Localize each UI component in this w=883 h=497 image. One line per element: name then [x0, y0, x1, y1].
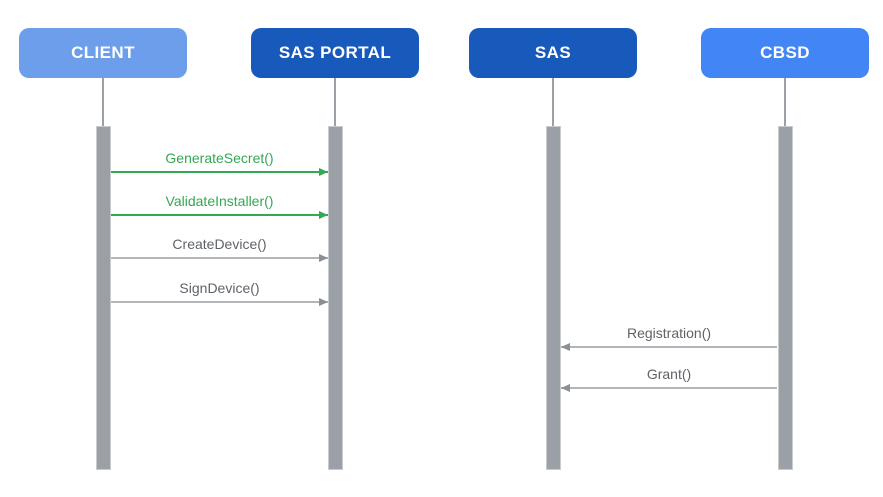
arrow-line	[111, 171, 328, 173]
lifeline-sas-portal	[334, 78, 336, 126]
lifeline-client	[102, 78, 104, 126]
message-label: Registration()	[626, 325, 712, 341]
message-label: ValidateInstaller()	[165, 193, 274, 209]
actor-label-sas-portal: SAS PORTAL	[278, 43, 392, 62]
activation-bar-client	[96, 126, 111, 470]
actor-box-sas-portal: SAS PORTAL	[251, 28, 419, 78]
message-label: GenerateSecret()	[165, 150, 274, 166]
arrow-line	[111, 301, 328, 303]
arrow-left-icon	[561, 343, 570, 351]
actor-label-cbsd: CBSD	[760, 43, 810, 62]
actor-label-client: CLIENT	[71, 43, 135, 62]
arrow-right-icon	[319, 298, 328, 306]
activation-bar-sas	[546, 126, 561, 470]
arrow-right-icon	[319, 211, 328, 219]
activation-bar-cbsd	[778, 126, 793, 470]
arrow-right-icon	[319, 254, 328, 262]
lifeline-sas	[552, 78, 554, 126]
arrow-left-icon	[561, 384, 570, 392]
arrow-line	[561, 346, 777, 348]
arrow-line	[561, 387, 777, 389]
arrow-line	[111, 214, 328, 216]
activation-bar-sas-portal	[328, 126, 343, 470]
actor-box-cbsd: CBSD	[701, 28, 869, 78]
arrow-line	[111, 257, 328, 259]
message-label: SignDevice()	[179, 280, 260, 296]
actor-label-sas: SAS	[534, 43, 572, 62]
actor-box-sas: SAS	[469, 28, 637, 78]
message-label: Grant()	[646, 366, 692, 382]
arrow-right-icon	[319, 168, 328, 176]
message-label: CreateDevice()	[172, 236, 267, 252]
lifeline-cbsd	[784, 78, 786, 126]
actor-box-client: CLIENT	[19, 28, 187, 78]
